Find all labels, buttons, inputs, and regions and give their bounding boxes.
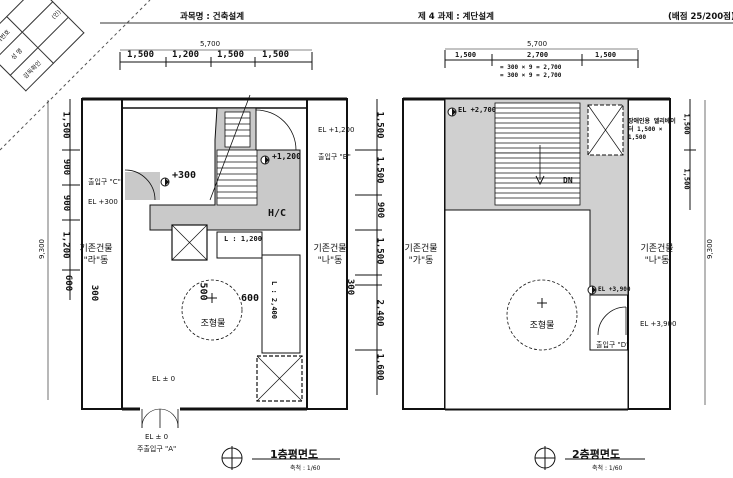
plan1-right-building-name: 기존건물 xyxy=(313,244,347,254)
plan1-exit-b: 출입구 "B" xyxy=(318,153,351,161)
plan2-el-3900-hand: EL +3,900 xyxy=(598,286,631,293)
plan2-sculpture: 조형물 xyxy=(529,321,555,331)
plan1-right-dim-1: 1,500 xyxy=(374,111,385,139)
plan2-left-building-code: "가"동 xyxy=(408,256,434,266)
plan1-el-0-bottom: EL ± 0 xyxy=(145,433,169,441)
plan1-left-building-code: "라"동 xyxy=(83,256,109,266)
plan1-left-dim-5: 600 xyxy=(63,274,74,292)
plan1-left-dim-3: 900 xyxy=(61,194,72,212)
plan2-el-2700: EL +2,700 xyxy=(458,106,496,114)
plan2-right-building-name: 기존건물 xyxy=(640,244,674,254)
plan1-el-0: EL ± 0 xyxy=(152,375,176,383)
plan1-total-height: 9,300 xyxy=(38,238,47,260)
plan1-top-dim-1: 1,500 xyxy=(127,50,155,60)
plan2-left-building-name: 기존건물 xyxy=(404,244,438,254)
plan2-right-dim-2: 1,500 xyxy=(682,168,691,190)
plan1-left-dim-4: 1,200 xyxy=(60,231,71,259)
plan1-sculpture: 조형물 xyxy=(200,319,226,329)
plan1-linework xyxy=(47,49,382,470)
task-title: 제 4 과제 : 계단설계 xyxy=(418,12,494,22)
plan1-top-dim-2: 1,200 xyxy=(172,50,200,60)
points-label: (배점 25/200점) xyxy=(668,12,733,22)
plan1-left-dim-6: 300 xyxy=(89,284,100,302)
plan2-elev-note: 장애인용 엘리베이터 1,500 × 1,500 xyxy=(628,118,676,141)
plan2-top-dim-2: 2,700 xyxy=(527,51,549,59)
plan2-title: 2층평면도 xyxy=(572,448,621,461)
plan2-top-dim-1: 1,500 xyxy=(455,51,477,59)
plan1-hand-600: 600 xyxy=(241,293,260,304)
plan1-left-dim-2: 900 xyxy=(61,158,72,176)
plan1-top-dim-3: 1,500 xyxy=(217,50,245,60)
plan1-hand-300: +300 xyxy=(172,170,197,181)
plan1-total-width: 5,700 xyxy=(200,40,221,48)
plan2-calc-1: = 300 × 9 = 2,700 xyxy=(500,64,562,71)
plan1-right-dim-6: 2,400 xyxy=(374,299,385,327)
plan2-top-dim-3: 1,500 xyxy=(595,51,617,59)
plan2-calc-2: = 300 × 9 = 2,700 xyxy=(500,72,562,79)
plan1-left-dim-1: 1,500 xyxy=(60,111,71,139)
plan1-right-building-code: "나"동 xyxy=(317,256,343,266)
plan2-scale: 축척 : 1/60 xyxy=(592,465,623,472)
plan1-hand-hc: H/C xyxy=(268,208,287,219)
plan1-scale: 축척 : 1/60 xyxy=(290,465,321,472)
plan1-right-dim-2: 1,500 xyxy=(374,156,385,184)
plan1-right-dim-7: 1,600 xyxy=(374,353,385,381)
plan2-el-3900: EL +3,900 xyxy=(640,320,677,328)
plan2-dn: DN xyxy=(563,176,573,185)
plan2-right-building-code: "나"동 xyxy=(644,256,670,266)
plan2-right-building: 기존건물 "나"동 xyxy=(632,243,682,267)
plan1-hand-1200: +1,200 xyxy=(272,152,301,161)
plan2-total-height: 9,300 xyxy=(706,238,715,260)
plan1-hand-l1: L : 1,200 xyxy=(224,235,262,243)
plan1-right-dim-5: 300 xyxy=(345,278,356,296)
plan1-main-exit: 주출입구 "A" xyxy=(137,445,177,453)
plan1-exit-c: 출입구 "C" xyxy=(88,178,121,186)
plan2-right-dim-1: 1,500 xyxy=(682,113,691,135)
plan1-left-building: 기존건물 "라"동 xyxy=(72,243,120,267)
plan1-title: 1층평면도 xyxy=(270,448,319,461)
course-title: 과목명 : 건축설계 xyxy=(180,12,245,22)
plan1-hand-500: 500 xyxy=(197,282,209,301)
plan1-hand-l2: L : 2,400 xyxy=(269,281,278,319)
plan1-top-dim-4: 1,500 xyxy=(262,50,290,60)
plan2-linework xyxy=(402,48,706,470)
plan2-total-width: 5,700 xyxy=(527,40,548,48)
plan2-exit-d: 출입구 "D" xyxy=(596,341,630,349)
plan1-el-1200: EL +1,200 xyxy=(318,126,355,134)
plan1-right-dim-4: 1,500 xyxy=(374,237,385,265)
plan1-el-300: EL +300 xyxy=(88,198,118,206)
plan1-left-building-name: 기존건물 xyxy=(79,244,113,254)
plan2-left-building: 기존건물 "가"동 xyxy=(395,243,447,267)
plan1-right-dim-3: 900 xyxy=(375,201,386,219)
plan1-right-building: 기존건물 "나"동 xyxy=(310,243,350,267)
